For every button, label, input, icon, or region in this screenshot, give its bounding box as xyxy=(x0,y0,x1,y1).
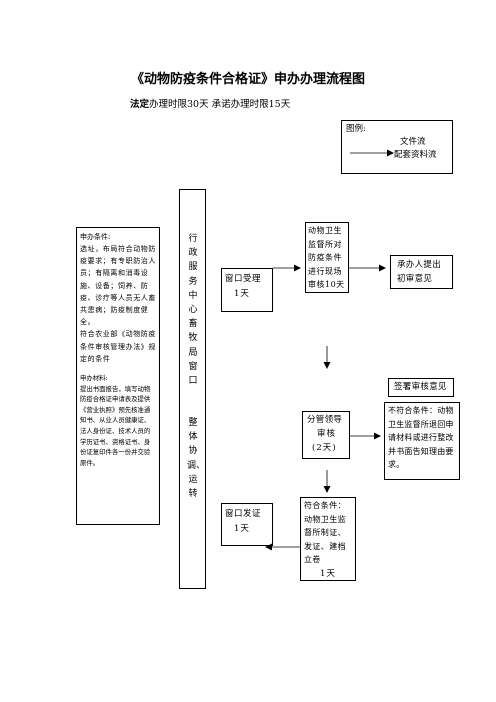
qualified-text: 符合条件：动物卫生监督所制证、发证、建档立卷 xyxy=(304,501,346,564)
not-qualified-text: 不符合条件：动物卫生监督所退回申请材料或进行整改并书面告知理由要求。 xyxy=(388,406,454,469)
center-column-top: 行政服务中心畜牧局窗口 xyxy=(188,234,198,387)
sign-opinion-box: 签署审核意见 xyxy=(388,378,454,397)
page-title: 《动物防疫条件合格证》申办办理流程图 xyxy=(130,72,365,87)
window-issue-label: 窗口发证 xyxy=(225,509,262,519)
leader-review-days: (2天) xyxy=(312,443,337,453)
sign-opinion-text: 签署审核意见 xyxy=(394,382,447,392)
not-qualified-box: 不符合条件：动物卫生监督所退回申请材料或进行整改并书面告知理由要求。 xyxy=(384,402,460,480)
materials-heading: 申办材料: xyxy=(80,374,108,383)
legend-title: 图例: xyxy=(346,124,366,134)
window-accept-label: 窗口受理 xyxy=(225,274,262,284)
window-issue-days: 1天 xyxy=(234,524,250,534)
inspection-box: 动物卫生监督所对防疫条件进行现场审核10天 xyxy=(305,222,349,293)
applicant-opinion-line1: 承办人提出 xyxy=(397,260,442,270)
conditions-heading: 申办条件: xyxy=(80,233,111,241)
time-limit-label: 法定 xyxy=(130,99,150,110)
window-issue-box: 窗口发证 1天 xyxy=(221,503,273,546)
conditions-body: 选址，布局符合动物防疫要求；有专职防治人员；有隔离和消毒设施、设备；饲养、防疫、… xyxy=(80,245,156,327)
qualified-days: 1天 xyxy=(320,568,336,579)
leader-review-line1: 分管领导 xyxy=(307,415,343,425)
applicant-opinion-line2: 初审意见 xyxy=(397,274,433,284)
applicant-opinion-box: 承办人提出 初审意见 xyxy=(390,255,453,289)
window-accept-box: 窗口受理 1天 xyxy=(221,268,273,312)
window-accept-days: 1天 xyxy=(234,289,250,299)
inspection-text: 动物卫生监督所对防疫条件进行现场审核10天 xyxy=(308,226,345,289)
time-limit-text: 办理时限30天 承诺办理时限15天 xyxy=(149,99,291,110)
qualified-box: 符合条件：动物卫生监督所制证、发证、建档立卷 1天 xyxy=(300,497,356,581)
leader-review-line2: 审核 xyxy=(317,429,337,439)
legend-item-document-flow: 文件流 xyxy=(400,137,426,147)
legend-item-material-flow: 配套资料流 xyxy=(394,150,437,160)
conditions-box: 申办条件: 选址，布局符合动物防疫要求；有专职防治人员；有隔离和消毒设施、设备；… xyxy=(76,227,160,525)
center-column-bottom: 整体协调、运转 xyxy=(187,418,206,500)
center-column: 行政服务中心畜牧局窗口 整体协调、运转 xyxy=(179,189,206,589)
legend-box: 图例: 文件流 配套资料流 xyxy=(341,120,453,174)
materials-body: 提出书面报告，填写动物防疫合格证申请表及提供《营业执照》预先核准通知书、从业人员… xyxy=(80,384,151,467)
conditions-extra: 符合农业部《动物防疫条件审核管理办法》规定的条件 xyxy=(80,330,156,363)
leader-review-box: 分管领导 审核 (2天) xyxy=(302,411,350,459)
time-limit: 法定办理时限30天 承诺办理时限15天 xyxy=(130,96,290,110)
